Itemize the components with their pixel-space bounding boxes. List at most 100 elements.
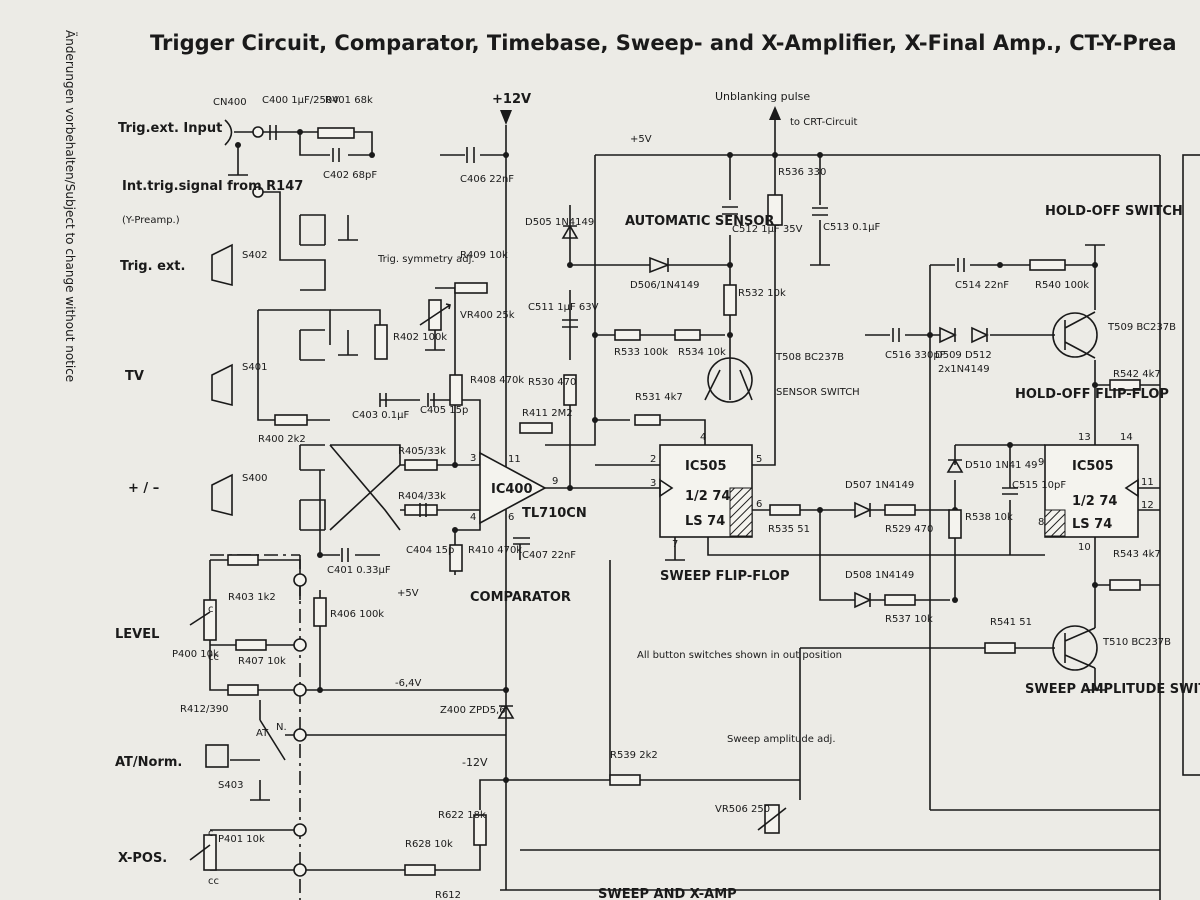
pot-cc-2: cc [208, 876, 219, 887]
label-r540: R540 100k [1035, 280, 1089, 291]
pot-c-1: c [208, 604, 214, 615]
label-r401: R401 68k [325, 95, 373, 106]
label-r612: R612 [435, 890, 461, 900]
label-c514: C514 22nF [955, 280, 1009, 291]
pin-400-3: 3 [470, 453, 476, 464]
capacitors [269, 125, 1018, 562]
label-s403: S403 [218, 780, 243, 791]
labels: Trig.ext. Input Int.trig.signal from R14… [115, 90, 1200, 900]
pin-505a-4: 4 [700, 432, 706, 443]
label-r539: R539 2k2 [610, 750, 658, 761]
label-auto-sensor: AUTOMATIC SENSOR [625, 214, 774, 229]
label-c401: C401 0.33µF [327, 565, 391, 576]
label-r542: R542 4k7 [1113, 369, 1161, 380]
label-s400: S400 [242, 473, 267, 484]
pot-c-2: c [208, 828, 214, 839]
rail-minus6-4: -6,4V [395, 678, 422, 689]
pin-505a-6: 6 [756, 499, 762, 510]
pin-505b-13: 13 [1078, 432, 1091, 443]
label-sweep-adj: Sweep amplitude adj. [727, 734, 836, 745]
ic400-opamp [479, 451, 547, 525]
label-r406: R406 100k [330, 609, 384, 620]
label-c406: C406 22nF [460, 174, 514, 185]
label-r402: R402 100k [393, 332, 447, 343]
label-r537: R537 10k [885, 614, 933, 625]
ic505-holdoff-flipflop [1044, 444, 1139, 538]
switch-n: N. [276, 722, 287, 733]
label-c407: C407 22nF [522, 550, 576, 561]
rail-plus5-mid: +5V [397, 588, 419, 599]
label-holdoff-switch: HOLD-OFF SWITCH [1045, 204, 1183, 219]
terminals [252, 126, 307, 877]
rail-plus12: +12V [492, 92, 531, 107]
wiring [209, 110, 1161, 900]
label-ic505a-half: 1/2 74 [685, 489, 730, 504]
diodes [497, 224, 989, 719]
label-r531: R531 4k7 [635, 392, 683, 403]
label-r405: R405/33k [398, 446, 446, 457]
label-x-pos: X-POS. [118, 851, 167, 866]
potentiometers [189, 299, 787, 871]
label-r535: R535 51 [768, 524, 810, 535]
pin-400-4: 4 [470, 512, 476, 523]
label-c403: C403 0.1µF [352, 410, 410, 421]
label-z400: Z400 ZPD5,6 [440, 705, 506, 716]
pin-505a-7: 7 [672, 539, 678, 550]
pot-cc-1: cc [208, 652, 219, 663]
label-d509: D509 D512 [935, 350, 992, 361]
label-sensor-switch: SENSOR SWITCH [776, 387, 860, 398]
switch-buttons [205, 243, 233, 768]
label-trig-sym: Trig. symmetry adj. [377, 254, 475, 265]
label-r412: R412/390 [180, 704, 229, 715]
label-r407: R407 10k [238, 656, 286, 667]
label-cn400: CN400 [213, 97, 247, 108]
label-d508: D508 1N4149 [845, 570, 914, 581]
label-vr506: VR506 250 [715, 804, 770, 815]
pin-505b-10: 10 [1078, 542, 1091, 553]
label-ic400: IC400 [491, 482, 533, 497]
label-d505: D505 1N4149 [525, 217, 594, 228]
label-r410: R410 470k [468, 545, 522, 556]
label-c516: C516 330pF [885, 350, 946, 361]
label-c405: C405 15p [420, 405, 468, 416]
label-note: All button switches shown in out positio… [637, 650, 842, 661]
label-holdoff-ff: HOLD-OFF FLIP-FLOP [1015, 387, 1169, 402]
label-ic505b-half: 1/2 74 [1072, 494, 1117, 509]
label-sweep-ff: SWEEP FLIP-FLOP [660, 569, 790, 584]
pin-400-11: 11 [508, 454, 521, 465]
label-r533: R533 100k [614, 347, 668, 358]
label-c402: C402 68pF [323, 170, 377, 181]
pin-505b-14: 14 [1120, 432, 1133, 443]
label-c404: C404 15p [406, 545, 454, 556]
next-page-frame [1182, 154, 1200, 776]
label-at-norm: AT/Norm. [115, 755, 182, 770]
pin-505b-11: 11 [1141, 477, 1154, 488]
label-level: LEVEL [115, 627, 159, 642]
side-note: Änderungen vorbehalten/Subject to change… [63, 30, 78, 382]
pin-505a-3: 3 [650, 478, 656, 489]
label-ic505b-ls: LS 74 [1072, 517, 1112, 532]
rail-arrow-icon [500, 110, 512, 125]
label-p401: P401 10k [218, 834, 265, 845]
label-d510: D510 1N41 49 [965, 460, 1037, 471]
label-trig-ext-input: Trig.ext. Input [118, 121, 222, 136]
label-t508: T508 BC237B [775, 352, 844, 363]
label-plus-minus: + / – [128, 481, 159, 496]
label-r409: R409 10k [460, 250, 508, 261]
label-d509-type: 2x1N4149 [938, 364, 990, 375]
label-unblanking: Unblanking pulse [715, 90, 810, 103]
switch-at: AT [256, 728, 269, 739]
label-comparator: COMPARATOR [470, 590, 571, 605]
label-c400: C400 1µF/250V [262, 95, 339, 106]
label-c512: C512 1µF 35V [732, 224, 803, 235]
unblank-arrow-icon [769, 106, 781, 120]
label-r400: R400 2k2 [258, 434, 306, 445]
label-r534: R534 10k [678, 347, 726, 358]
pin-505a-5: 5 [756, 454, 762, 465]
label-r529: R529 470 [885, 524, 933, 535]
label-sweep-amp-switch: SWEEP AMPLITUDE SWITCH [1025, 682, 1200, 697]
label-ic505b: IC505 [1072, 459, 1114, 474]
label-d507: D507 1N4149 [845, 480, 914, 491]
